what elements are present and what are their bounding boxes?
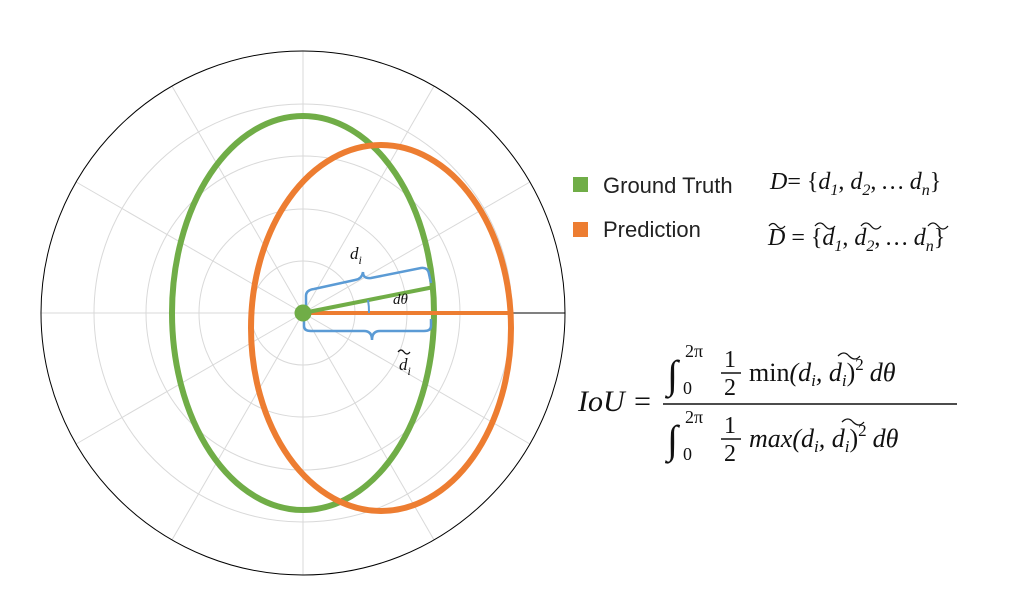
- tilde-mark: [927, 222, 949, 230]
- brace-d-i: [304, 266, 433, 306]
- integral-upper: 2π: [685, 407, 703, 427]
- fn-min: min: [749, 358, 789, 387]
- tilde-mark: [768, 222, 786, 230]
- svg-text:D = {d1, d2, … dn}: D = {d1, d2, … dn}: [767, 225, 945, 255]
- grid-spoke: [171, 85, 304, 314]
- formula-lhs: IoU =: [577, 385, 652, 418]
- label-d-i: di: [350, 244, 362, 267]
- integral-sign: ∫: [664, 352, 681, 399]
- label-d-tilde-i: di: [397, 349, 411, 378]
- legend-swatch-ground-truth: [573, 177, 588, 192]
- integral-lower: 0: [683, 444, 692, 464]
- grid-spoke: [75, 181, 304, 314]
- integral-sign: ∫: [664, 417, 681, 464]
- fn-max: max: [749, 424, 793, 453]
- svg-text:D= {d1, d2, … dn}: D= {d1, d2, … dn}: [769, 169, 941, 199]
- tilde-mark: [397, 349, 411, 355]
- svg-text:max(di, di)2dθ: max(di, di)2dθ: [749, 421, 899, 456]
- integral-lower: 0: [683, 378, 692, 398]
- half-num: 1: [724, 413, 736, 439]
- tilde-mark: [841, 418, 865, 426]
- grid-spoke: [302, 312, 435, 541]
- legend-swatch-prediction: [573, 222, 588, 237]
- grid-spoke: [302, 85, 435, 314]
- svg-text:di: di: [399, 355, 411, 378]
- half-num: 1: [724, 347, 736, 373]
- legend: Ground Truth Prediction: [573, 173, 733, 242]
- grid-spoke: [302, 181, 531, 314]
- legend-label-prediction: Prediction: [603, 217, 701, 242]
- legend-label-ground-truth: Ground Truth: [603, 173, 733, 198]
- set-ground-truth: D= {d1, d2, … dn}: [769, 169, 941, 199]
- dtheta-arc: [367, 299, 371, 314]
- grid-spoke: [302, 312, 531, 445]
- half-den: 2: [724, 375, 736, 401]
- prediction-contour: [248, 142, 514, 514]
- label-dtheta: dθ: [393, 292, 409, 308]
- integral-upper: 2π: [685, 341, 703, 361]
- grid-spoke: [75, 312, 304, 445]
- half-den: 2: [724, 441, 736, 467]
- svg-text:min(di, di)2dθ: min(di, di)2dθ: [749, 355, 896, 390]
- tilde-mark: [814, 222, 836, 230]
- origin-point: [294, 304, 312, 322]
- brace-d-tilde-i: [302, 319, 433, 341]
- tilde-mark: [860, 222, 882, 230]
- tilde-mark: [837, 352, 861, 360]
- grid-spoke: [171, 312, 304, 541]
- set-prediction: D = {d1, d2, … dn}: [767, 222, 949, 255]
